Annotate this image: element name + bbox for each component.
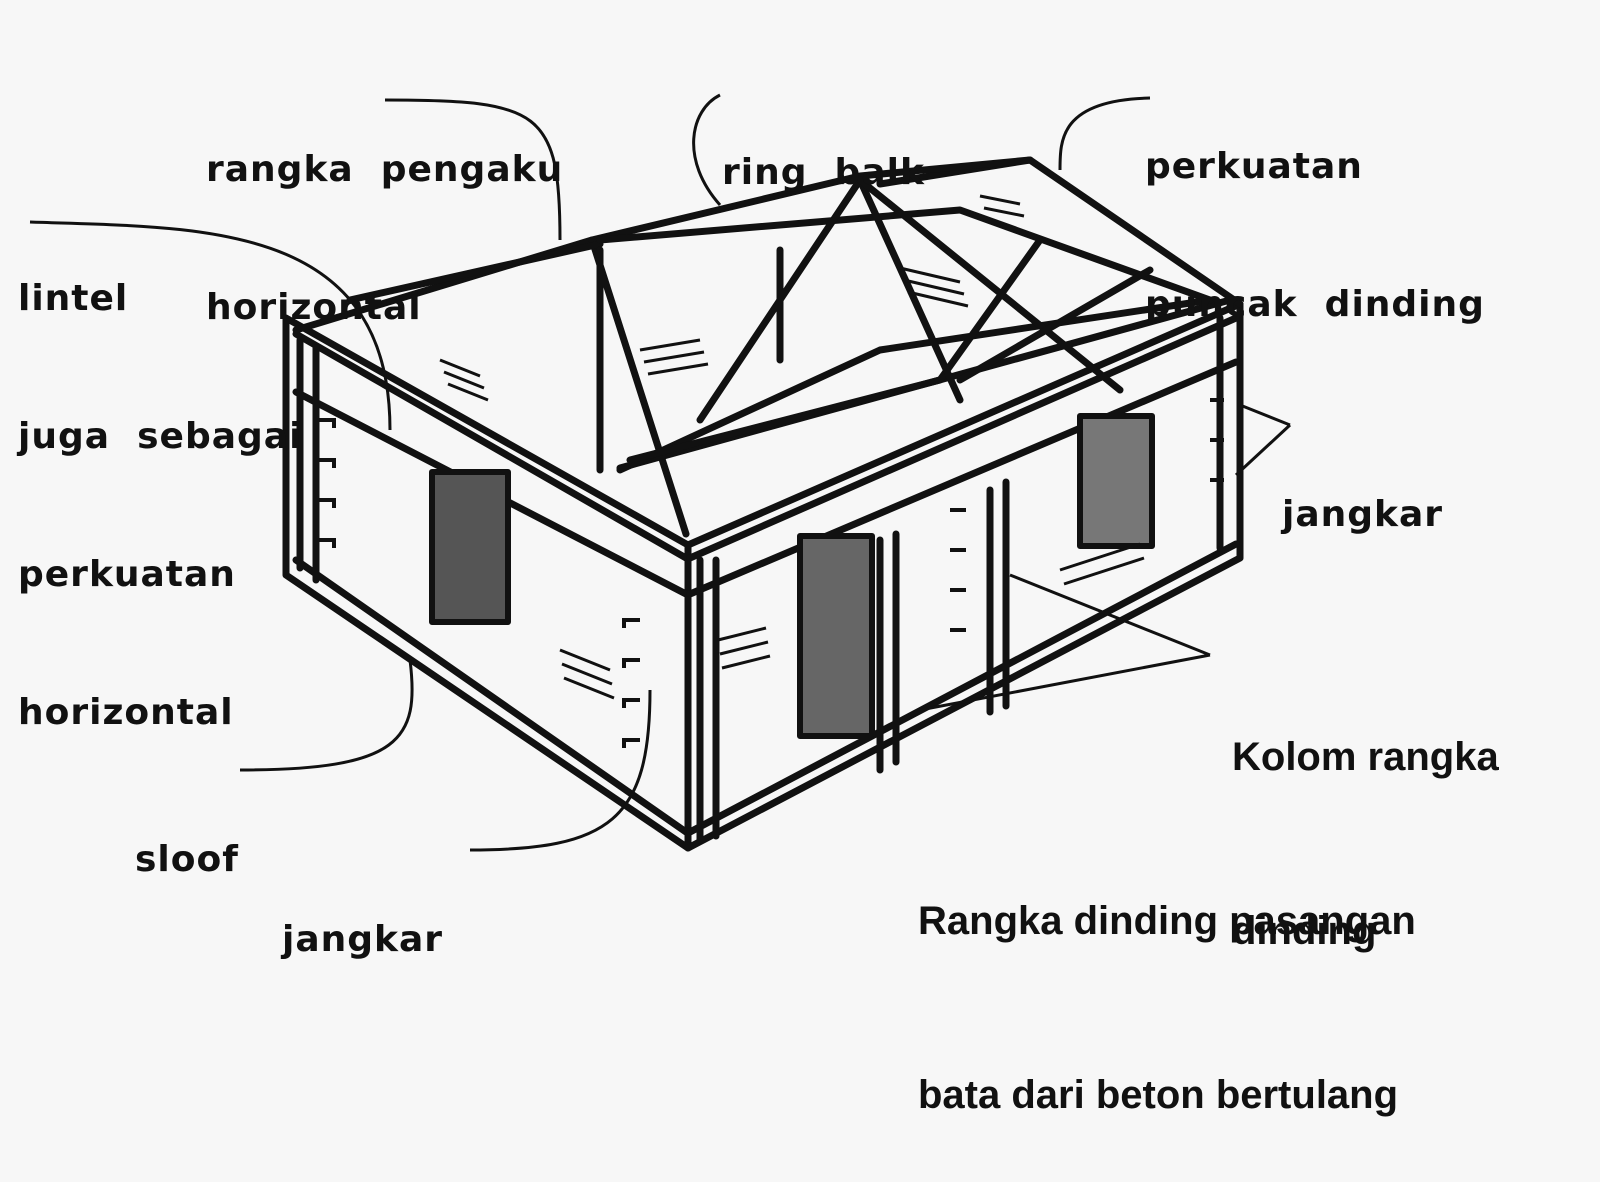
label-perkuatan-puncak-dinding: perkuatan puncak dinding: [1145, 146, 1485, 325]
leader-ring-balk: [692, 93, 722, 206]
brick-mark-2: [639, 338, 709, 376]
leader-lintel: [29, 220, 392, 431]
door-front: [797, 533, 875, 739]
front-wall: [684, 300, 1244, 852]
truss-brace-4: [596, 246, 1154, 474]
sloof-left: [292, 556, 690, 836]
sloof-front: [686, 540, 1240, 836]
truss-brace-1: [626, 236, 1044, 464]
left-column-1: [296, 336, 320, 584]
leader-sloof: [239, 659, 414, 772]
brick-mark-4: [979, 194, 1025, 218]
leader-jangkar-right: [1234, 403, 1292, 477]
leader-rangka-pengaku: [384, 98, 562, 241]
label-kolom-rangka-dinding: Kolom rangka dinding: [1232, 735, 1499, 953]
label-lintel: lintel juga sebagai perkuatan horizontal: [18, 278, 303, 733]
leader-kolom: [919, 573, 1211, 712]
front-column-2: [986, 478, 1010, 716]
truss-1: [596, 206, 1214, 304]
brick-mark-5: [559, 648, 615, 700]
window-right: [1077, 413, 1155, 549]
label-sloof: sloof: [135, 839, 239, 880]
truss-brace-3: [776, 176, 1124, 394]
leader-perkuatan-puncak: [1058, 96, 1151, 171]
anchor-hooks-corner: [622, 618, 640, 748]
diagram-caption: Rangka dinding pasangan bata dari beton …: [918, 899, 1416, 1117]
window-left: [429, 469, 511, 625]
house-frame-drawing: [29, 93, 1292, 852]
roof-eave-back: [346, 240, 604, 304]
label-jangkar-bottom: jangkar: [282, 919, 444, 960]
corner-column: [696, 556, 720, 844]
ring-balk-front: [686, 314, 1240, 598]
label-ring-balk: ring balk: [722, 152, 925, 193]
anchor-hooks-front: [950, 398, 1224, 632]
label-rangka-pengaku-horizontal: rangka pengaku horizontal: [206, 149, 564, 328]
brick-mark-7: [1059, 542, 1145, 586]
leader-jangkar-bottom: [469, 689, 652, 852]
label-jangkar-right: jangkar: [1282, 494, 1444, 535]
ridge: [588, 156, 1034, 244]
brick-mark-1: [439, 358, 489, 402]
brick-mark-3: [899, 266, 969, 308]
anchor-hooks-left: [318, 418, 336, 548]
truss-2: [616, 296, 1214, 474]
brick-mark-6: [717, 626, 771, 670]
front-column-1: [876, 530, 900, 774]
